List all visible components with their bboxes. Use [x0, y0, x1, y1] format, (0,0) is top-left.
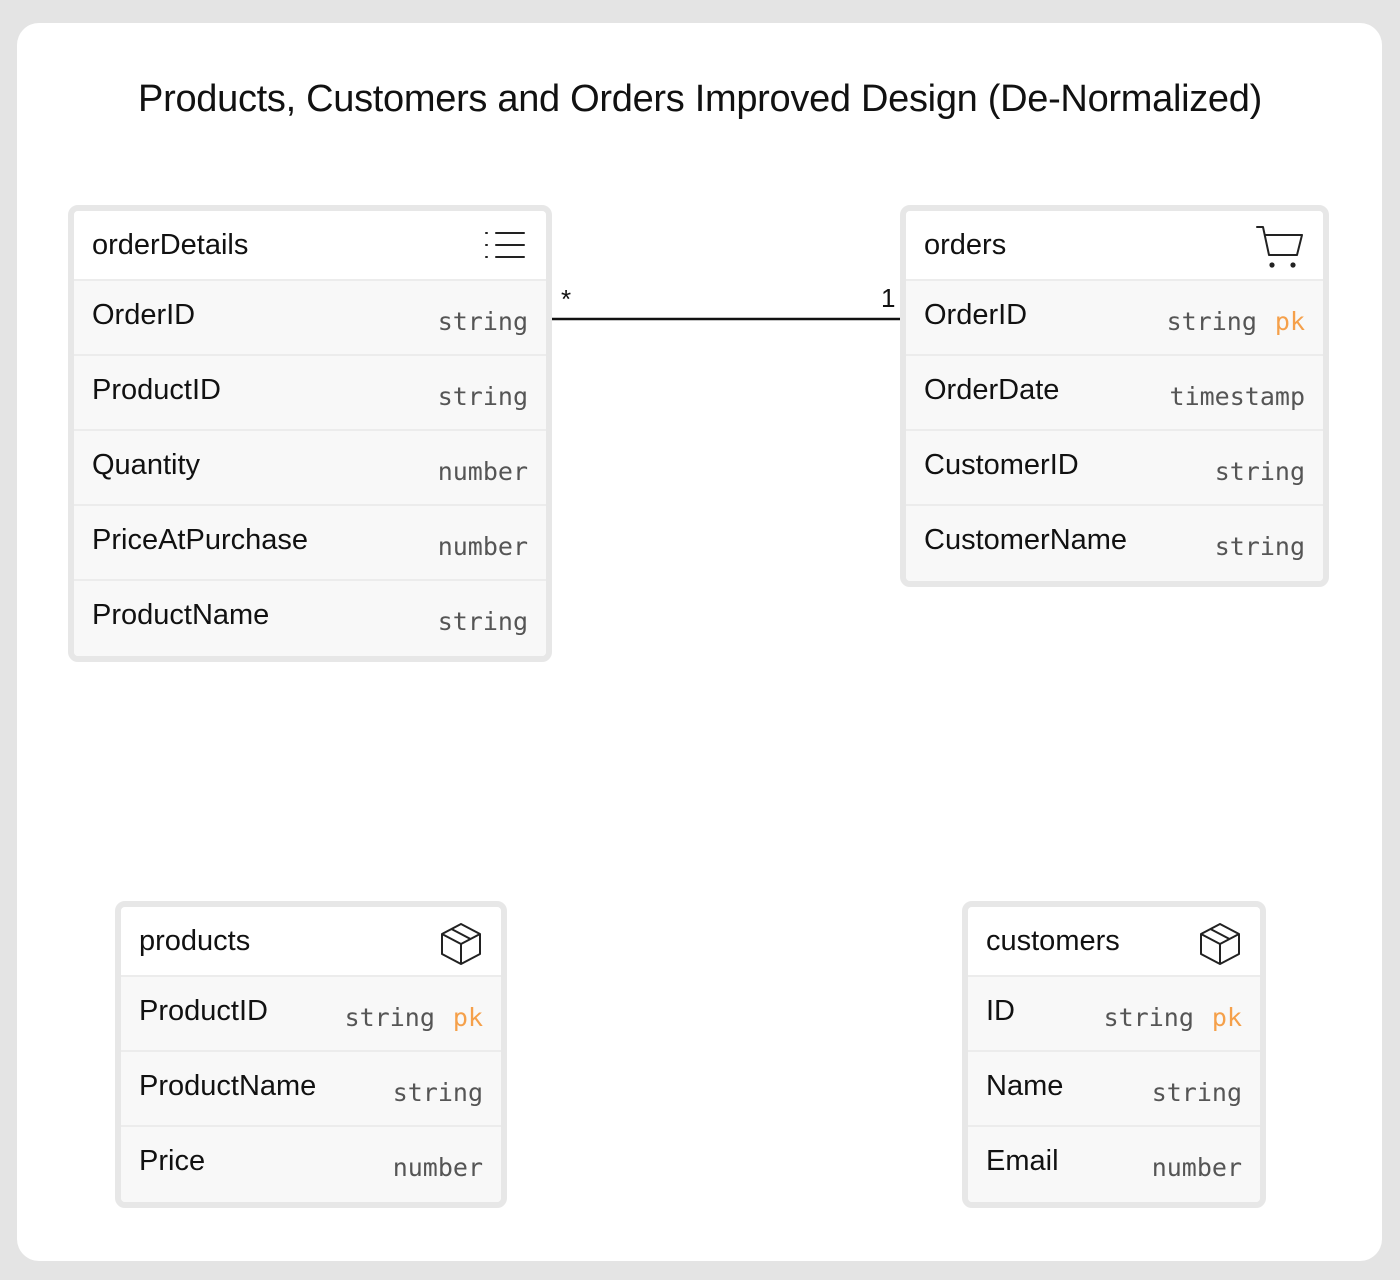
field-type-value: number	[392, 1153, 483, 1182]
field-type: string pk	[1104, 1003, 1242, 1032]
field-name: OrderDate	[924, 374, 1060, 406]
entity-header[interactable]: orderDetails	[74, 211, 546, 281]
field-name: OrderID	[924, 299, 1028, 331]
field-row-productid[interactable]: ProductID string pk	[121, 977, 501, 1052]
field-type: number	[438, 457, 528, 486]
shopping-cart-icon	[1255, 223, 1305, 276]
field-type-value: string	[1166, 307, 1257, 336]
entity-name: orders	[924, 229, 1007, 261]
field-type: timestamp	[1170, 382, 1305, 411]
field-type-value: string	[437, 607, 528, 636]
field-type-value: string	[437, 382, 528, 411]
field-type: string	[438, 607, 528, 636]
field-type-value: number	[1151, 1153, 1242, 1182]
field-name: ProductID	[139, 995, 268, 1027]
field-type: number	[393, 1153, 483, 1182]
field-name: Name	[986, 1070, 1064, 1102]
field-type-value: string	[437, 307, 528, 336]
field-name: Price	[139, 1145, 206, 1177]
field-type-value: timestamp	[1169, 382, 1305, 411]
field-row-productid[interactable]: ProductID string	[74, 356, 546, 431]
field-type: string	[1215, 532, 1305, 561]
field-type: string	[438, 382, 528, 411]
cardinality-one-label: 1	[881, 283, 896, 313]
field-type-value: number	[437, 457, 528, 486]
entity-header[interactable]: customers	[968, 907, 1260, 977]
box-icon	[1198, 921, 1242, 972]
field-row-customername[interactable]: CustomerName string	[906, 506, 1323, 581]
entity-name: orderDetails	[92, 229, 249, 261]
field-row-id[interactable]: ID string pk	[968, 977, 1260, 1052]
field-type-value: string	[1103, 1003, 1194, 1032]
field-row-customerid[interactable]: CustomerID string	[906, 431, 1323, 506]
entity-header[interactable]: products	[121, 907, 501, 977]
field-type: string	[1215, 457, 1305, 486]
field-name: Email	[986, 1145, 1059, 1177]
field-type-value: string	[1214, 457, 1305, 486]
field-type: string	[393, 1078, 483, 1107]
field-row-priceatpurchase[interactable]: PriceAtPurchase number	[74, 506, 546, 581]
field-row-productname[interactable]: ProductName string	[74, 581, 546, 656]
field-row-orderid[interactable]: OrderID string pk	[906, 281, 1323, 356]
field-row-orderdate[interactable]: OrderDate timestamp	[906, 356, 1323, 431]
field-type-value: string	[1151, 1078, 1242, 1107]
field-row-quantity[interactable]: Quantity number	[74, 431, 546, 506]
field-row-email[interactable]: Email number	[968, 1127, 1260, 1202]
entity-header[interactable]: orders	[906, 211, 1323, 281]
field-row-orderid[interactable]: OrderID string	[74, 281, 546, 356]
field-name: CustomerID	[924, 449, 1079, 481]
field-name: ID	[986, 995, 1015, 1027]
field-name: OrderID	[92, 299, 196, 331]
field-type: string	[1152, 1078, 1242, 1107]
field-type: number	[1152, 1153, 1242, 1182]
field-type-value: string	[1214, 532, 1305, 561]
field-name: ProductName	[92, 599, 270, 631]
field-type-value: string	[392, 1078, 483, 1107]
field-type: string pk	[345, 1003, 483, 1032]
cardinality-many-label: *	[561, 284, 572, 314]
field-name: ProductName	[139, 1070, 317, 1102]
field-row-price[interactable]: Price number	[121, 1127, 501, 1202]
diagram-title: Products, Customers and Orders Improved …	[138, 78, 1262, 120]
field-name: PriceAtPurchase	[92, 524, 308, 556]
field-name: CustomerName	[924, 524, 1128, 556]
field-type-value: string	[344, 1003, 435, 1032]
field-row-name[interactable]: Name string	[968, 1052, 1260, 1127]
entity-orders[interactable]: orders OrderID string pk OrderDate timest…	[900, 205, 1329, 587]
field-type-value: number	[437, 532, 528, 561]
list-icon	[484, 227, 528, 268]
entity-products[interactable]: products ProductID string pk ProductName …	[115, 901, 507, 1208]
field-name: ProductID	[92, 374, 221, 406]
field-type: string	[438, 307, 528, 336]
entity-name: products	[139, 925, 251, 957]
primary-key-badge: pk	[1274, 307, 1305, 336]
entity-orderdetails[interactable]: orderDetails OrderID string ProductID st…	[68, 205, 552, 662]
box-icon	[439, 921, 483, 972]
field-row-productname[interactable]: ProductName string	[121, 1052, 501, 1127]
field-type: string pk	[1167, 307, 1305, 336]
field-type: number	[438, 532, 528, 561]
field-name: Quantity	[92, 449, 200, 481]
primary-key-badge: pk	[452, 1003, 483, 1032]
entity-customers[interactable]: customers ID string pk Name string Email …	[962, 901, 1266, 1208]
primary-key-badge: pk	[1211, 1003, 1242, 1032]
entity-name: customers	[986, 925, 1120, 957]
